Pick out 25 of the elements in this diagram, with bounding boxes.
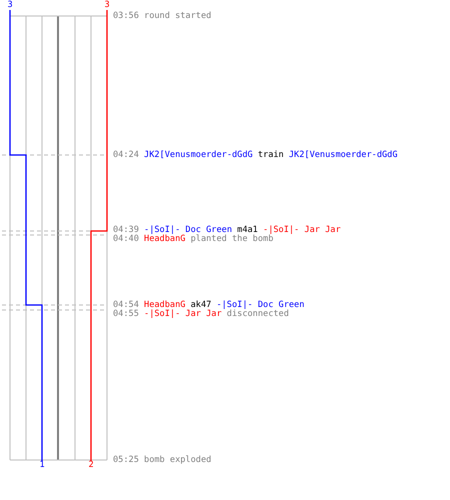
player-count: 3 bbox=[104, 0, 110, 10]
player-count: 1 bbox=[40, 460, 45, 470]
player-name: JK2[Venusmoerder-dGdG bbox=[144, 150, 253, 160]
player-name: -|SoI|- Doc Green bbox=[216, 300, 304, 310]
player-count: 3 bbox=[8, 0, 13, 10]
weapon-name: train bbox=[258, 150, 284, 160]
event-text: disconnected bbox=[226, 310, 289, 318]
event-time: 04:40 bbox=[113, 234, 139, 244]
player-name: JK2[Venusmoerder-dGdG bbox=[288, 150, 398, 160]
player-name: -|SoI|- Doc Green bbox=[144, 226, 232, 234]
event-time: 03:56 bbox=[113, 12, 139, 20]
player-name: HeadbanG bbox=[144, 300, 186, 310]
event-time: 04:55 bbox=[113, 310, 139, 318]
event-time: 05:25 bbox=[113, 456, 139, 464]
weapon-name: m4a1 bbox=[237, 226, 258, 234]
weapon-name: ak47 bbox=[190, 300, 212, 310]
player-name: HeadbanG bbox=[144, 234, 186, 244]
player-name: -|SoI|- Jar Jar bbox=[144, 310, 222, 318]
event-time: 04:39 bbox=[113, 226, 139, 234]
event-time: 04:24 bbox=[113, 150, 139, 160]
event-time: 04:54 bbox=[113, 300, 139, 310]
event-text: bomb exploded bbox=[144, 456, 212, 464]
player-name: -|SoI|- Jar Jar bbox=[263, 226, 341, 234]
event-text: planted the bomb bbox=[190, 234, 274, 244]
event-text: round started bbox=[144, 12, 212, 20]
